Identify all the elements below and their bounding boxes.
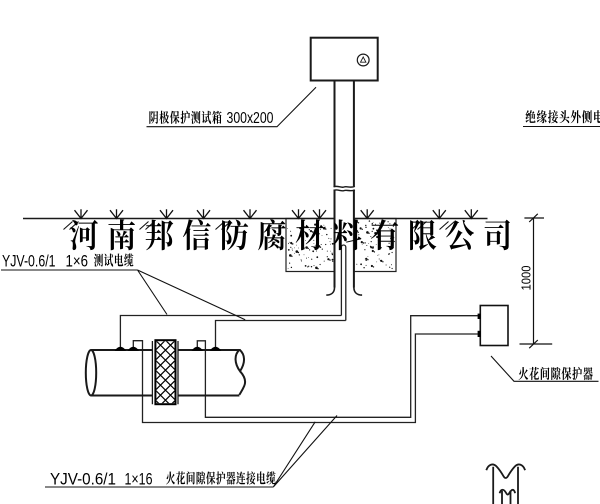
svg-text:YJV-0.6/1: YJV-0.6/1 bbox=[2, 252, 56, 270]
svg-text:1×6: 1×6 bbox=[66, 252, 89, 270]
svg-text:1000: 1000 bbox=[518, 266, 533, 291]
svg-text:1×16: 1×16 bbox=[125, 470, 153, 488]
svg-text:YJV-0.6/1: YJV-0.6/1 bbox=[50, 470, 116, 488]
svg-text:300x200: 300x200 bbox=[227, 110, 274, 127]
